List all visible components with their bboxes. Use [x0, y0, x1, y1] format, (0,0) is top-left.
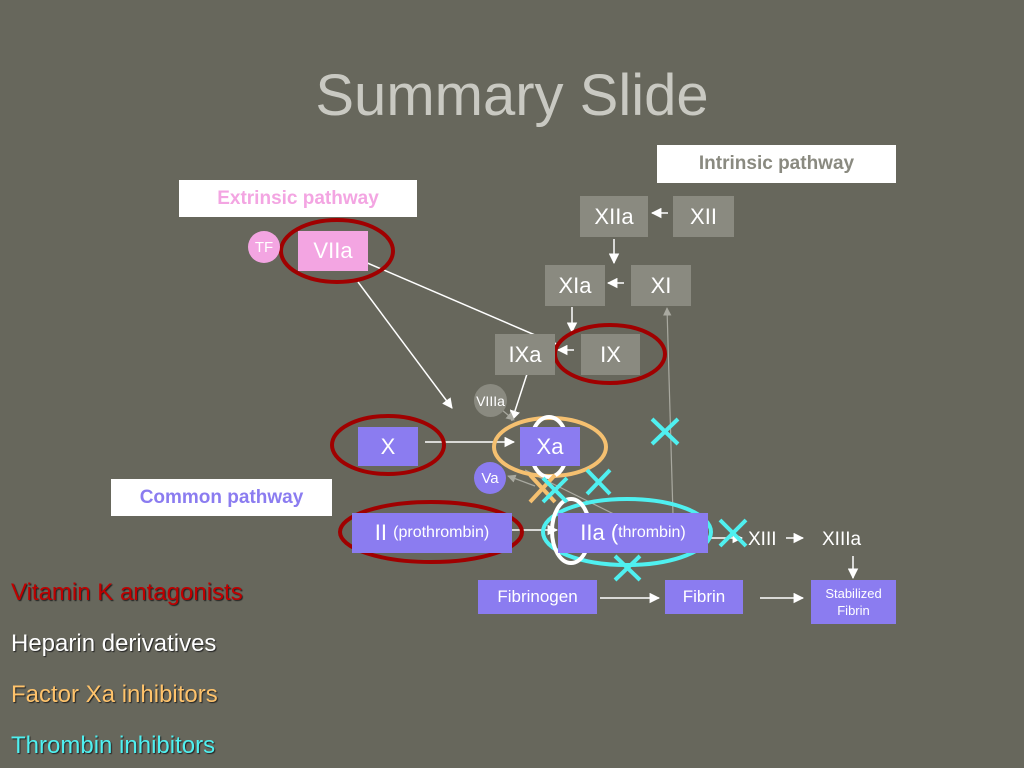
vitamin-k-ring-ii — [338, 500, 524, 564]
fibrinogen-label: Fibrinogen — [497, 587, 578, 606]
tissue-factor-label: TF — [254, 238, 274, 256]
factor-va-label: Va — [481, 469, 499, 487]
arrow-viia-to-ix — [364, 261, 557, 346]
factor-iia-label: IIa ( — [580, 520, 619, 545]
factor-xa-label: Xa — [536, 433, 564, 459]
factor-xi: XI — [631, 265, 691, 306]
cross-mark-xa-orange — [528, 473, 557, 504]
legend-vitamin-k: Vitamin K antagonists — [11, 579, 243, 606]
common-pathway-label: Common pathway — [111, 479, 332, 516]
cross-mark-xi-feedback — [650, 417, 680, 446]
legend-heparin: Heparin derivatives — [11, 630, 217, 657]
legend-xa-inhibitors: Factor Xa inhibitors — [11, 681, 218, 708]
vitamin-k-ring-viia — [279, 218, 395, 284]
fibrin: Fibrin — [665, 580, 743, 614]
factor-xia: XIa — [545, 265, 605, 306]
cross-mark-xa-cyan — [541, 476, 569, 504]
factor-xii-label: XII — [690, 203, 717, 229]
vitamin-k-ring-x — [330, 414, 446, 476]
factor-xiiia: XIIIa — [822, 529, 862, 550]
factor-viia-label: VIIa — [313, 238, 353, 263]
extrinsic-pathway-label: Extrinsic pathway — [179, 180, 417, 217]
intrinsic-pathway-label: Intrinsic pathway — [657, 145, 896, 183]
stabilized-fibrin-line2: Fibrin — [837, 603, 870, 618]
factor-ixa: IXa — [495, 334, 555, 375]
tissue-factor: TF — [248, 231, 280, 263]
vitamin-k-ring-ix — [553, 323, 667, 385]
slide-title: Summary Slide — [315, 63, 709, 128]
legend-thrombin-inhibitors: Thrombin inhibitors — [11, 732, 216, 759]
cross-mark-va-cyan — [585, 468, 612, 496]
factor-ii-note: (prothrombin) — [393, 524, 490, 541]
factor-ix: IX — [581, 334, 640, 375]
arrow-ixa-to-xa — [509, 373, 528, 421]
factor-xiia-label: XIIa — [594, 203, 634, 229]
factor-viiia-label: VIIIa — [476, 392, 505, 409]
factor-xiii: XIII — [748, 529, 777, 550]
factor-xia-label: XIa — [558, 272, 592, 298]
factor-xi-label: XI — [650, 272, 672, 298]
intrinsic-pathway-text: Intrinsic pathway — [698, 153, 855, 174]
factor-ix-label: IX — [600, 341, 621, 367]
factor-xa: Xa — [520, 427, 580, 466]
arrow-viia-to-x — [357, 281, 453, 409]
factor-iia-note: thrombin) — [618, 524, 686, 541]
factor-xii: XII — [673, 196, 734, 237]
factor-xiia: XIIa — [580, 196, 648, 237]
cross-mark-xiii — [718, 518, 748, 548]
factor-va: Va — [474, 462, 506, 494]
factor-ii: II (prothrombin) — [352, 513, 512, 553]
factor-iia: IIa (thrombin) — [558, 513, 708, 553]
factor-ii-label: II — [374, 520, 388, 545]
factor-viiia: VIIIa — [474, 384, 507, 417]
arrow-viiia-to-xa — [501, 409, 515, 421]
fibrinogen: Fibrinogen — [478, 580, 597, 614]
arrow-va-to-xa — [507, 474, 536, 487]
stabilized-fibrin: Stabilized Fibrin — [811, 580, 896, 624]
factor-x-label: X — [380, 433, 396, 459]
common-pathway-text: Common pathway — [139, 486, 304, 508]
cross-mark-fibrinogen — [613, 554, 642, 582]
fibrin-label: Fibrin — [682, 587, 726, 606]
factor-x: X — [358, 427, 418, 466]
arrow-thrombin-feedback-xi — [663, 307, 674, 516]
extrinsic-pathway-text: Extrinsic pathway — [217, 187, 379, 209]
stabilized-fibrin-line1: Stabilized — [825, 586, 882, 601]
factor-ixa-label: IXa — [508, 341, 542, 367]
factor-viia: VIIa — [298, 231, 368, 271]
